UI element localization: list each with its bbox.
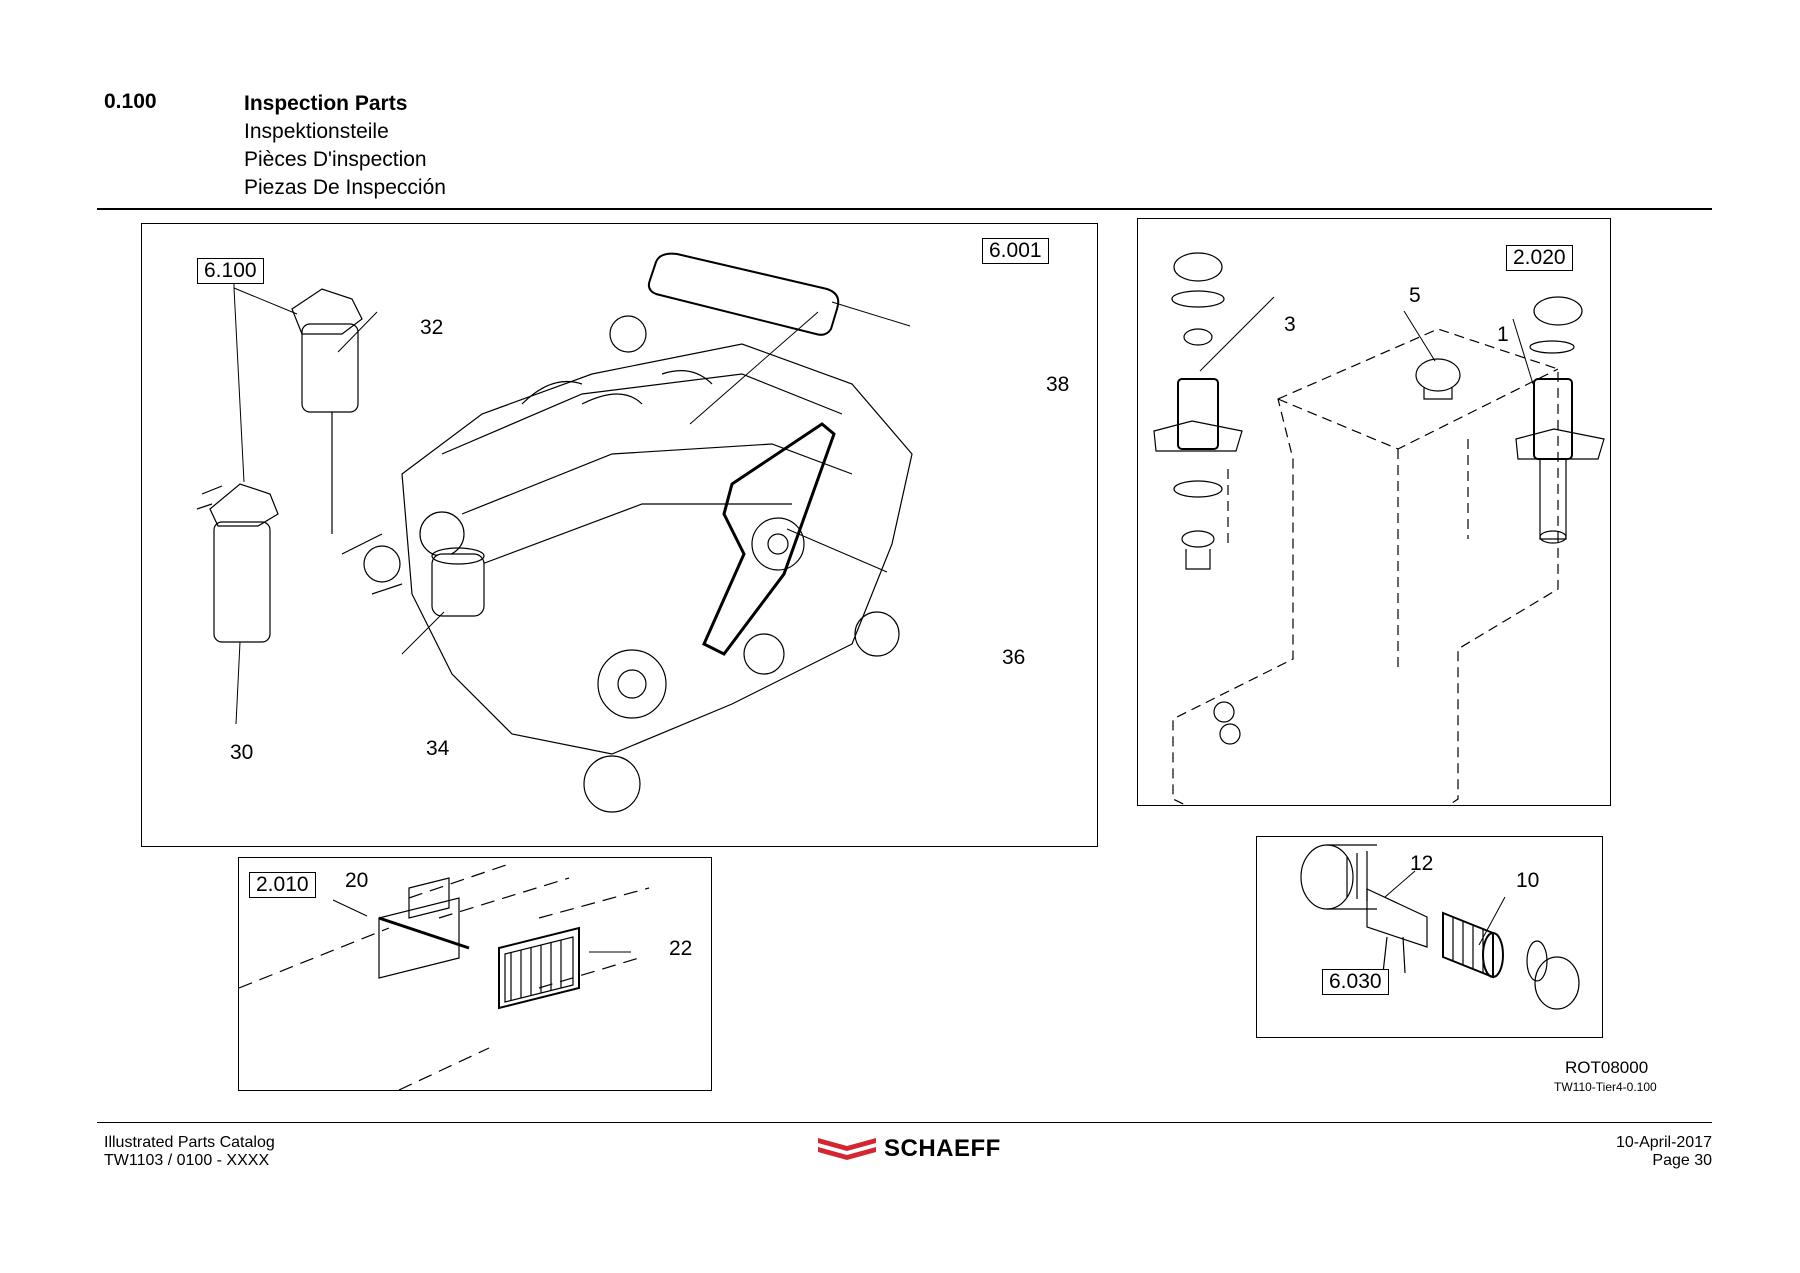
drawing-code: ROT08000 [1565, 1058, 1649, 1077]
title-french: Pièces D'inspection [244, 148, 427, 171]
engine-block-illustration [341, 315, 913, 813]
callout-36: 36 [1002, 646, 1026, 669]
breather-cap-illustration [1415, 358, 1461, 400]
drawing-subcode: TW110-Tier4-0.100 [1554, 1080, 1657, 1094]
catalog-title: Illustrated Parts Catalog [104, 1134, 275, 1151]
callout-10: 10 [1516, 869, 1540, 892]
leader-lines [1384, 870, 1506, 946]
engine-panel: 6.100 6.001 32 38 36 30 34 [141, 223, 1098, 847]
callout-5: 5 [1409, 284, 1421, 307]
footer-page-info: 10-April-2017 Page 30 [1616, 1134, 1712, 1170]
left-filler-illustration [1153, 252, 1243, 570]
ref-box-2010[interactable]: 2.010 [249, 872, 316, 898]
brand-name: SCHAEFF [884, 1135, 1001, 1162]
callout-20: 20 [345, 869, 369, 892]
schaeff-chevrons-icon [818, 1138, 876, 1160]
radiator-grille-illustration [498, 926, 580, 1010]
callout-32: 32 [420, 316, 444, 339]
footer-catalog-info: Illustrated Parts Catalog TW1103 / 0100 … [104, 1134, 275, 1170]
callout-12: 12 [1410, 852, 1434, 875]
engine-illustration [196, 252, 913, 813]
seal-strip-illustration [378, 916, 470, 950]
section-titles: Inspection Parts Inspektionsteile Pièces… [244, 90, 446, 202]
brand-logo: SCHAEFF [818, 1134, 1001, 1164]
filter-cap-illustration [1526, 940, 1580, 1010]
tank-body-illustration [1172, 328, 1559, 805]
hydraulic-filter-panel: 6.030 12 10 [1256, 836, 1603, 1038]
leader-lines [1199, 296, 1534, 385]
footer-divider [97, 1122, 1712, 1123]
leader-lines [332, 899, 631, 953]
frame-lines [239, 863, 650, 1090]
callout-22: 22 [669, 937, 693, 960]
filter-element-illustration [1442, 911, 1504, 979]
oil-filter-illustration [431, 547, 485, 617]
title-english: Inspection Parts [244, 92, 408, 115]
callout-3: 3 [1284, 313, 1296, 336]
page-number: Page 30 [1652, 1152, 1712, 1169]
callout-1: 1 [1497, 323, 1509, 346]
publication-date: 10-April-2017 [1615, 1134, 1712, 1151]
fuel-filter-illustration [196, 288, 363, 643]
ref-box-6030[interactable]: 6.030 [1322, 969, 1389, 995]
ref-box-2020[interactable]: 2.020 [1506, 245, 1573, 271]
right-filler-illustration [1515, 296, 1605, 544]
leader-lines [233, 278, 911, 725]
ref-box-6001[interactable]: 6.001 [982, 238, 1049, 264]
radiator-illustration [239, 863, 650, 1090]
filter-stem-illustration [1366, 888, 1428, 974]
gasket-illustration [647, 252, 840, 336]
filter-housing-illustration [1300, 844, 1377, 910]
radiator-panel: 2.010 20 22 [238, 857, 712, 1091]
ref-box-6100[interactable]: 6.100 [197, 258, 264, 284]
radiator-core-illustration [378, 897, 460, 979]
callout-30: 30 [230, 741, 254, 764]
hydraulic-filter-illustration [1300, 844, 1580, 1010]
tank-panel: 2.020 5 3 1 [1137, 218, 1611, 806]
title-german: Inspektionsteile [244, 120, 389, 143]
title-spanish: Piezas De Inspección [244, 176, 446, 199]
callout-38: 38 [1046, 373, 1070, 396]
callout-34: 34 [426, 737, 450, 760]
tank-illustration [1153, 252, 1605, 805]
header-divider [97, 208, 1712, 210]
belt-illustration [702, 422, 836, 656]
section-number: 0.100 [104, 90, 157, 113]
catalog-number: TW1103 / 0100 - XXXX [104, 1152, 270, 1169]
